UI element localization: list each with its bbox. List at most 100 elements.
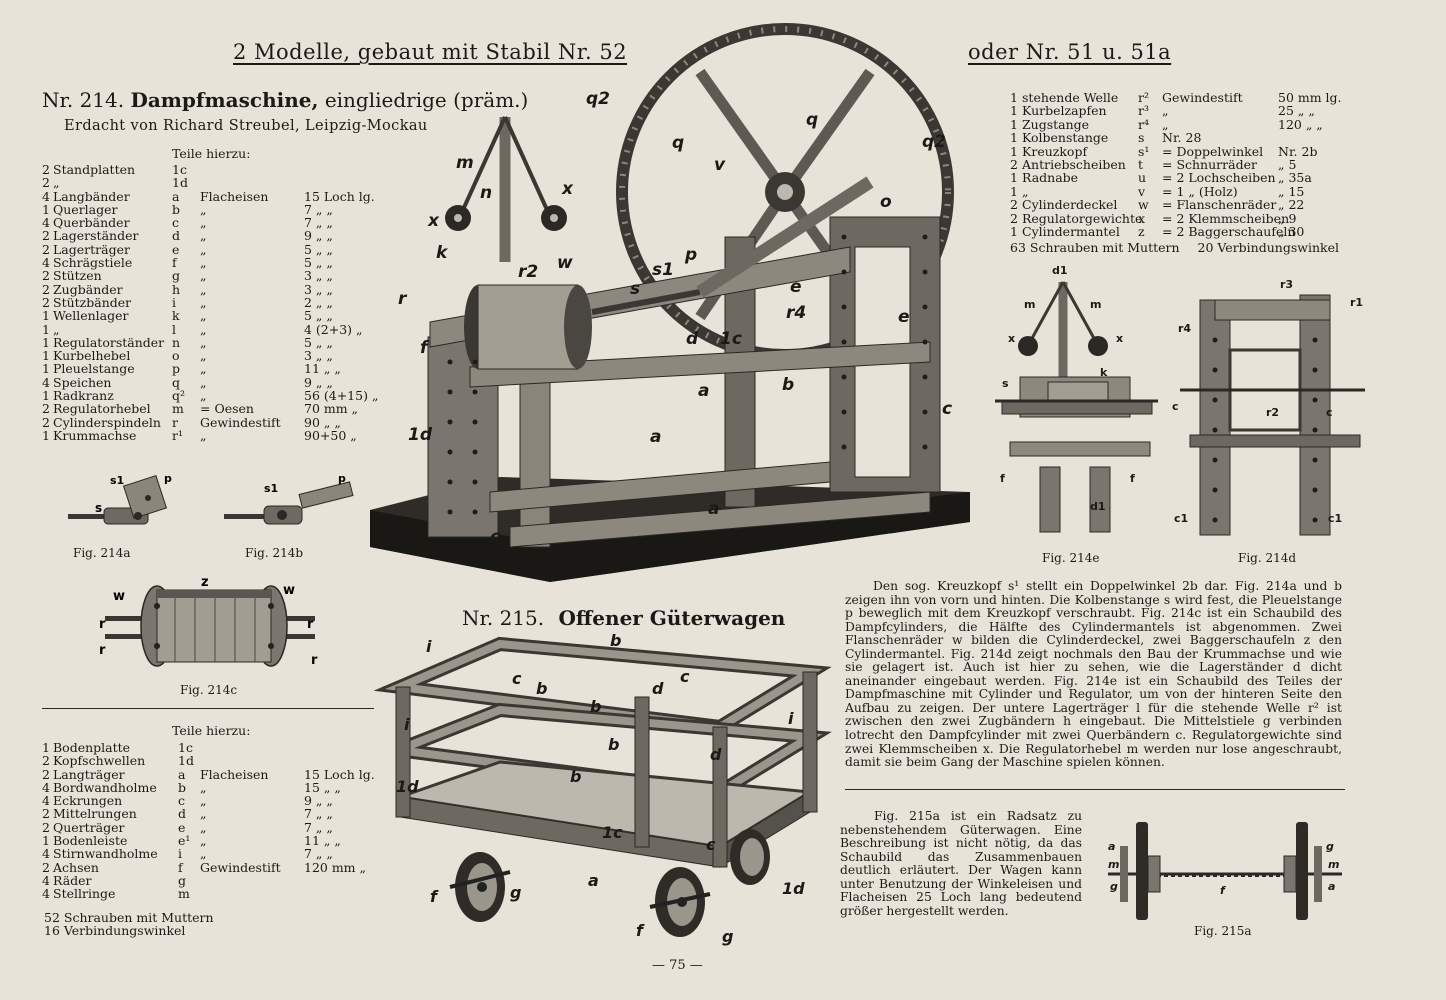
parts-desc: „ bbox=[200, 846, 207, 862]
parts-name: Kurbelzapfen bbox=[1022, 103, 1107, 119]
svg-text:g: g bbox=[722, 927, 733, 946]
parts-size: 15 Loch lg. bbox=[304, 188, 375, 204]
parts-name: „ bbox=[53, 175, 60, 191]
svg-text:x: x bbox=[1008, 332, 1015, 345]
parts-qty: 4 bbox=[42, 215, 50, 231]
svg-text:c: c bbox=[490, 527, 500, 547]
parts-desc: Gewindestift bbox=[1162, 90, 1243, 105]
parts-qty: 2 bbox=[1010, 210, 1018, 226]
parts-size: 11 „ „ bbox=[304, 833, 341, 849]
parts-name: Wellenlager bbox=[53, 308, 129, 324]
parts-row: 1„v= 1 „ (Holz)„ 15 bbox=[1010, 183, 1350, 199]
parts-desc: Nr. 28 bbox=[1162, 130, 1202, 146]
svg-text:d: d bbox=[710, 745, 722, 764]
parts-size: 5 „ „ bbox=[304, 334, 333, 350]
parts-qty: 1 bbox=[1010, 183, 1018, 199]
parts-size: Nr. 2b bbox=[1278, 143, 1318, 159]
parts-desc: „ bbox=[200, 294, 207, 310]
parts-code: 1c bbox=[178, 740, 193, 755]
svg-text:f: f bbox=[420, 338, 430, 358]
parts-code: 1d bbox=[178, 753, 194, 769]
parts-desc: „ bbox=[200, 348, 207, 364]
parts-desc: = 2 Lochscheiben bbox=[1162, 170, 1276, 186]
parts-name: stehende Welle bbox=[1022, 90, 1119, 105]
parts-code: l bbox=[172, 321, 176, 337]
parts-name: Querträger bbox=[53, 819, 125, 835]
parts-code: v bbox=[1138, 183, 1146, 199]
parts-qty: 1 bbox=[42, 740, 50, 755]
parts-qty: 1 bbox=[42, 388, 50, 404]
parts-code: o bbox=[172, 348, 180, 364]
svg-text:d: d bbox=[652, 679, 664, 698]
parts-size: 9 „ „ bbox=[304, 374, 333, 390]
svg-text:x: x bbox=[1116, 332, 1123, 345]
svg-text:e: e bbox=[790, 277, 802, 297]
svg-text:c: c bbox=[512, 669, 522, 688]
svg-text:r3: r3 bbox=[1280, 278, 1293, 291]
parts-code: s bbox=[1138, 130, 1145, 146]
fig-214b-caption: Fig. 214b bbox=[245, 546, 304, 560]
parts-size: 2 „ „ bbox=[304, 294, 333, 310]
parts-qty: 2 bbox=[42, 401, 50, 417]
svg-text:r4: r4 bbox=[1178, 322, 1191, 335]
parts-desc: „ bbox=[200, 268, 207, 284]
parts-code: w bbox=[1138, 197, 1149, 213]
svg-text:1c: 1c bbox=[720, 329, 742, 349]
parts-code: 1d bbox=[172, 175, 188, 191]
description-214-text: Den sog. Kreuzkopf s¹ stellt ein Doppelw… bbox=[845, 579, 1342, 770]
parts-code: b bbox=[178, 779, 187, 795]
fig-214d-caption: Fig. 214d bbox=[1238, 551, 1297, 565]
parts-qty: 2 bbox=[42, 766, 50, 782]
parts-qty: 1 bbox=[42, 321, 50, 337]
parts-name: Bodenplatte bbox=[53, 740, 131, 755]
parts-name: Stirnwandholme bbox=[53, 846, 158, 862]
parts-size: 15 „ „ bbox=[304, 779, 341, 795]
description-215-text: Fig. 215a ist ein Radsatz zu nebenstehen… bbox=[840, 809, 1082, 918]
svg-text:a: a bbox=[708, 499, 719, 519]
parts-qty: 2 bbox=[42, 162, 50, 177]
parts-qty: 1 bbox=[42, 201, 50, 217]
figure-214c-cylinder: w z w r r r r bbox=[99, 575, 318, 668]
parts-name: Räder bbox=[53, 872, 92, 888]
page-number: — 75 — bbox=[652, 958, 703, 973]
parts-desc: „ bbox=[200, 228, 207, 244]
svg-text:m: m bbox=[1108, 858, 1119, 871]
svg-text:b: b bbox=[590, 697, 601, 716]
svg-text:d: d bbox=[686, 329, 699, 349]
model-214-qualifier: eingliedrige (präm.) bbox=[324, 88, 529, 112]
parts-code: g bbox=[178, 872, 187, 888]
svg-text:f: f bbox=[1130, 472, 1135, 485]
parts-code: f bbox=[172, 255, 177, 271]
parts-desc: „ bbox=[200, 201, 207, 217]
parts-size: „ 5 bbox=[1278, 156, 1297, 172]
parts-name: Standplatten bbox=[53, 162, 136, 177]
parts-name: Lagerträger bbox=[53, 241, 130, 257]
parts-name: Radkranz bbox=[53, 388, 114, 404]
parts-qty: 2 bbox=[42, 175, 50, 191]
parts-code: s¹ bbox=[1138, 143, 1150, 159]
parts-code: b bbox=[172, 201, 181, 217]
parts-size: 7 „ „ bbox=[304, 215, 333, 231]
svg-text:p: p bbox=[338, 472, 346, 485]
svg-text:k: k bbox=[436, 243, 449, 263]
parts-qty: 2 bbox=[42, 819, 50, 835]
parts-code: r⁴ bbox=[1138, 116, 1149, 132]
svg-text:m: m bbox=[1024, 298, 1035, 311]
parts-desc: „ bbox=[200, 819, 207, 835]
parts-name: Speichen bbox=[53, 374, 112, 390]
parts-qty: 1 bbox=[42, 361, 50, 377]
parts-name: Krummachse bbox=[53, 427, 137, 443]
parts-name: Langbänder bbox=[53, 188, 130, 204]
parts-desc: „ bbox=[200, 361, 207, 377]
